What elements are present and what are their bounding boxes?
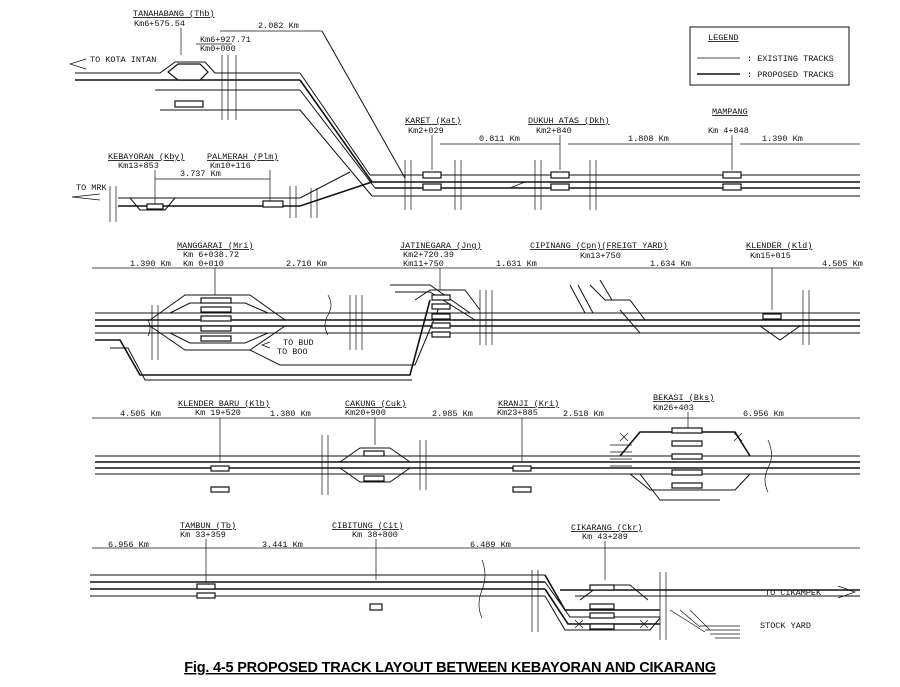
station-km-klender: Km15+015 [750,251,791,261]
station-km-kebayoran: Km13+853 [118,161,159,171]
station-name-cibitung: CIBITUNG (Cit) [332,521,403,531]
station-name-cikarang: CIKARANG (Ckr) [571,523,642,533]
distance-klb-cuk: 1.380 Km [270,409,311,419]
station-km-palmerah: Km10+116 [210,161,251,171]
station-name-jatinegara: JATINEGARA (Jng) [400,241,482,251]
station-km-klender-baru: Km 19+520 [195,408,241,418]
station-name-cipinang: CIPINANG (Cpn)(FREIGT YARD) [530,241,668,251]
distance-row3-start: 4.505 Km [120,409,161,419]
distance-dukuh-mampang: 1.808 Km [628,134,669,144]
legend-proposed-label: : PROPOSED TRACKS [747,70,834,80]
station-km-cakung: Km20+900 [345,408,386,418]
station-km-tambun: Km 33+359 [180,530,226,540]
row-4: 6.956 Km TAMBUN (Tb) Km 33+359 3.441 Km … [90,521,860,640]
distance-cpn-kld: 1.634 Km [650,259,691,269]
station-km-dukuh-atas: Km2+840 [536,126,572,136]
row-1: TANAHABANG (Thb) Km6+575.54 Km6+927.71 K… [68,9,860,222]
figure-title: Fig. 4-5 PROPOSED TRACK LAYOUT BETWEEN K… [184,660,716,676]
distance-kby-plm: 3.737 Km [180,169,221,179]
distance-kri-bks: 2.518 Km [563,409,604,419]
station-name-dukuh-atas: DUKUH ATAS (Dkh) [528,116,610,126]
station-km-manggarai-2: Km 0+010 [183,259,224,269]
distance-karet-dukuh: 0.811 Km [479,134,520,144]
legend: LEGEND : EXISTING TRACKS : PROPOSED TRAC… [689,26,850,86]
row-2: 1.390 Km MANGGARAI (Mri) Km 6+038.72 Km … [92,241,863,381]
distance-cuk-kri: 2.985 Km [432,409,473,419]
distance-jng-cpn: 1.631 Km [496,259,537,269]
distance-tb-cit: 3.441 Km [262,540,303,550]
station-km-jatinegara-1: Km2+720.39 [403,250,454,260]
station-km-kranji: Km23+885 [497,408,538,418]
station-km-jatinegara-2: Km11+750 [403,259,444,269]
dest-bud: TO BUD [283,338,314,348]
legend-existing-label: : EXISTING TRACKS [747,54,834,64]
station-km-cipinang: Km13+750 [580,251,621,261]
distance-kld-end: 4.505 Km [822,259,863,269]
station-km-tanahabang-2: Km6+927.71 [200,35,251,45]
dest-boo: TO BOO [277,347,308,357]
station-km-tanahabang-1: Km6+575.54 [134,19,185,29]
station-name-tambun: TAMBUN (Tb) [180,521,236,531]
distance-cit-ckr: 6.489 Km [470,540,511,550]
station-km-cikarang: Km 43+289 [582,532,628,542]
legend-title: LEGEND [708,33,739,43]
station-name-kranji: KRANJI (Kri) [498,399,559,409]
station-km-karet: Km2+029 [408,126,444,136]
station-km-manggarai-1: Km 6+038.72 [183,250,239,260]
distance-mampang-end: 1.390 Km [762,134,803,144]
dest-mrk: TO MRK [76,183,108,193]
station-name-bekasi: BEKASI (Bks) [653,393,714,403]
dest-stock-yard: STOCK YARD [760,621,811,631]
distance-row2-start: 1.390 Km [130,259,171,269]
station-km-mampang: Km 4+848 [708,126,749,136]
distance-row4-start: 6.956 Km [108,540,149,550]
station-name-manggarai: MANGGARAI (Mri) [177,241,254,251]
station-name-kebayoran: KEBAYORAN (Kby) [108,152,185,162]
dest-cikampek: TO CIKAMPEK [765,588,822,598]
dest-kota-intan: TO KOTA INTAN [90,55,156,65]
station-name-palmerah: PALMERAH (Plm) [207,152,278,162]
station-km-cibitung: Km 38+800 [352,530,398,540]
station-name-mampang: MAMPANG [712,107,748,117]
row-3: 4.505 Km KLENDER BARU (Klb) Km 19+520 1.… [92,393,860,501]
station-name-karet: KARET (Kat) [405,116,461,126]
station-name-klender-baru: KLENDER BARU (Klb) [178,399,270,409]
distance-tanahabang: 2.082 Km [258,21,299,31]
distance-bks-end: 6.956 Km [743,409,784,419]
distance-mri-jng: 2.710 Km [286,259,327,269]
station-km-tanahabang-3: Km0+000 [200,44,236,54]
station-name-cakung: CAKUNG (Cuk) [345,399,406,409]
station-name-tanahabang: TANAHABANG (Thb) [133,9,215,19]
station-km-bekasi: Km26+403 [653,403,694,413]
station-name-klender: KLENDER (Kld) [746,241,812,251]
